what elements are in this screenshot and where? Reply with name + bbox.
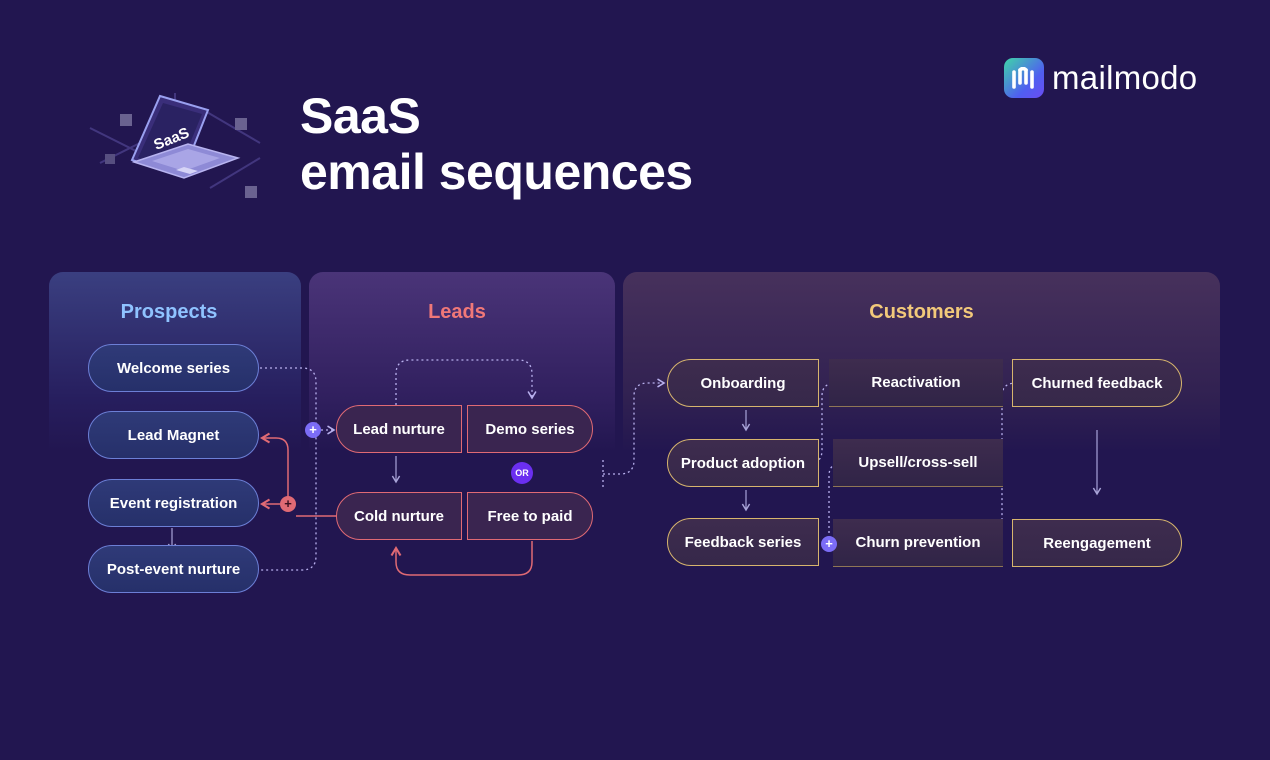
churned-feedback-node: Churned feedback [1012,359,1182,407]
onboarding-node: Onboarding [667,359,819,407]
lead-magnet-node: Lead Magnet [88,411,259,459]
plus-icon: + [305,422,321,438]
page-title-line2: email sequences [300,144,693,200]
page-title: SaaS email sequences [300,88,693,200]
reactivation-node: Reactivation [829,359,1003,407]
brand-logo: mailmodo [1004,58,1197,98]
churn-prevention-node: Churn prevention [833,519,1003,567]
event-registration-node: Event registration [88,479,259,527]
welcome-series-node: Welcome series [88,344,259,392]
plus-icon: + [821,536,837,552]
lead-nurture-node: Lead nurture [336,405,462,453]
feedback-series-node: Feedback series [667,518,819,566]
customers-title: Customers [869,301,974,323]
saas-laptop-illustration: SaaS [89,93,261,198]
laptop-icon: SaaS [130,94,241,179]
product-adoption-node: Product adoption [667,439,819,487]
post-event-nurture-node: Post-event nurture [88,545,259,593]
cube-icon [105,114,257,198]
or-badge: OR [511,462,533,484]
plus-icon: + [280,496,296,512]
reengagement-node: Reengagement [1012,519,1182,567]
brand-name: mailmodo [1052,59,1198,96]
cold-nurture-node: Cold nurture [336,492,462,540]
upsell-cross-sell-node: Upsell/cross-sell [833,439,1003,487]
free-to-paid-node: Free to paid [467,492,593,540]
mailmodo-logo-icon [1004,58,1044,98]
page-title-line1: SaaS [300,88,421,144]
leads-title: Leads [428,301,486,323]
demo-series-node: Demo series [467,405,593,453]
prospects-title: Prospects [120,301,218,323]
